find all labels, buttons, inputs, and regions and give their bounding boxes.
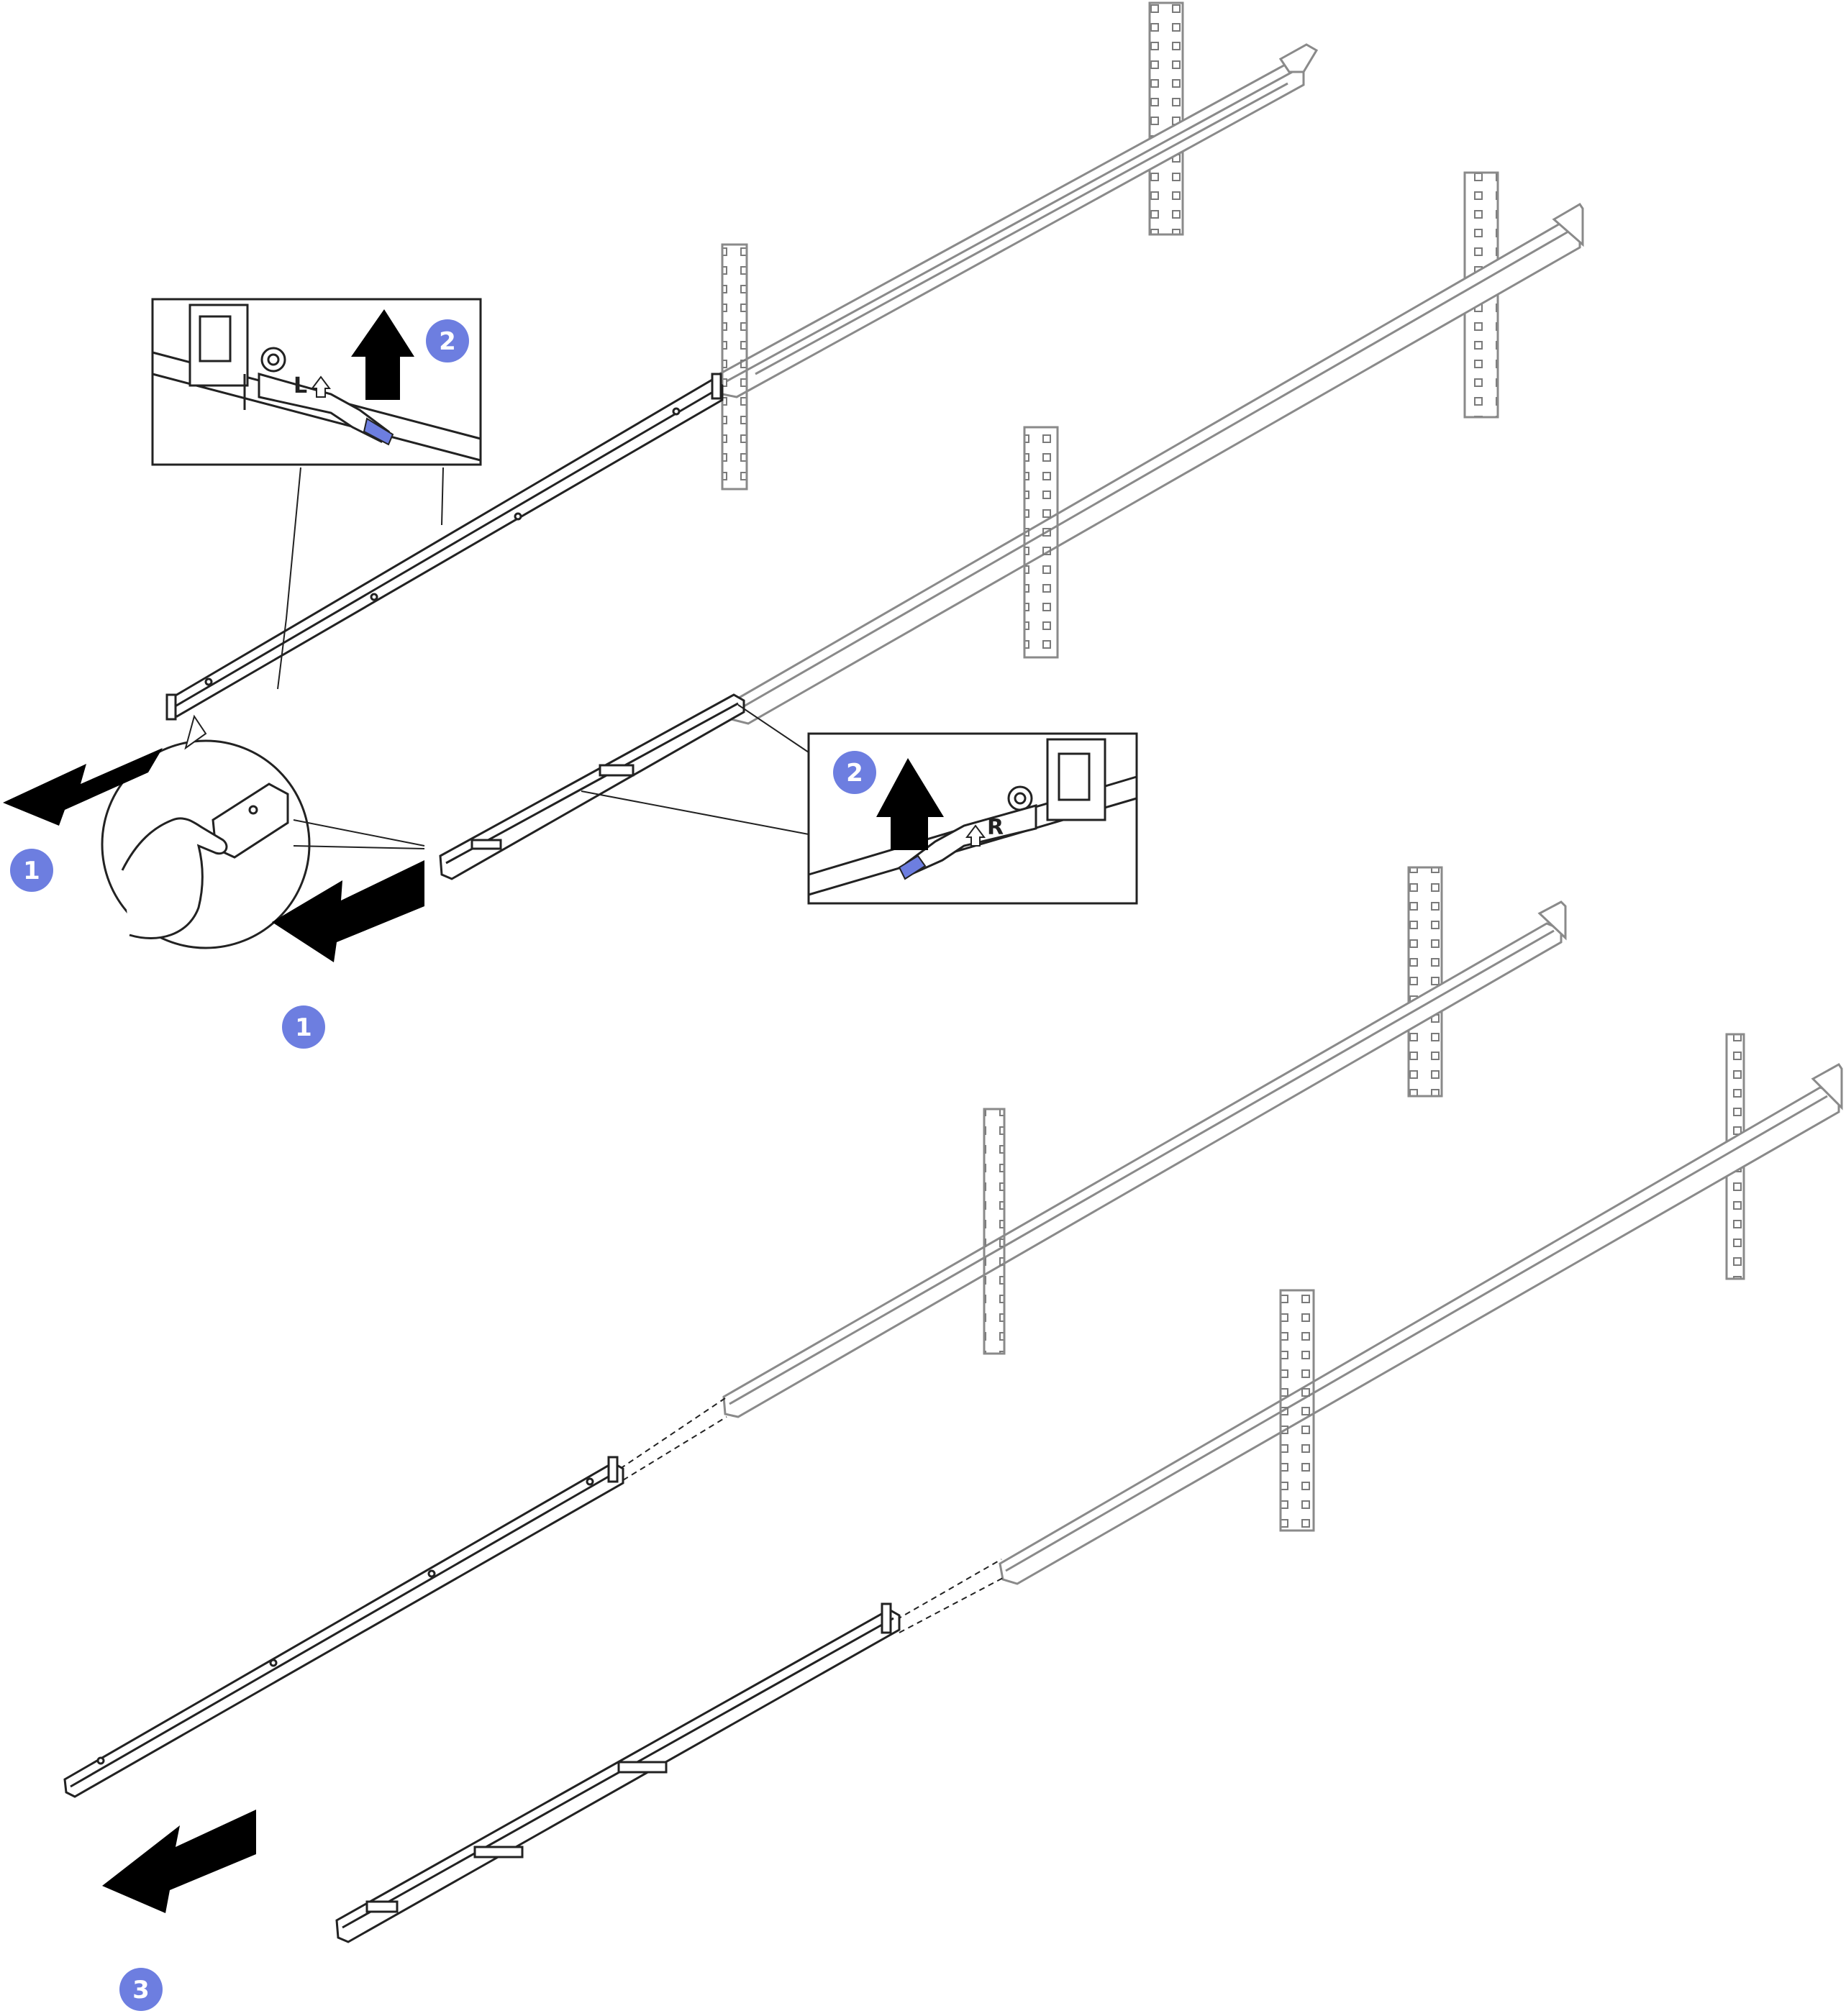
outer-rail-top-left (718, 43, 1319, 398)
up-arrow-icon-top (351, 309, 414, 400)
inner-rail-bottom-left (63, 1456, 624, 1798)
step-number-2-right: 2 (846, 759, 863, 788)
up-arrow-icon-right (876, 758, 944, 850)
rack-post-top-rear-upper (1148, 1, 1184, 236)
hand-detail (101, 714, 425, 949)
latch-highlight-left (363, 417, 394, 446)
inset-right-latch: R 2 (807, 732, 1138, 905)
outer-rail-bottom-right (999, 1063, 1843, 1585)
step-badge-1-top-left: 1 (10, 849, 53, 892)
step-number-1-bottom: 1 (295, 1013, 312, 1042)
up-arrow-glyph-icon (311, 375, 331, 398)
outer-rail-bottom-left (722, 900, 1567, 1418)
hand-icon (121, 817, 228, 939)
outer-rail-top-right (725, 202, 1584, 725)
rack-post-bottom-front-upper (983, 1108, 1006, 1355)
step-number-2-top: 2 (439, 327, 456, 356)
arrow-icon-top-left (3, 748, 163, 826)
alignment-dashed-lines (619, 1397, 1004, 1633)
rack-post-bottom-rear-upper (1407, 866, 1443, 1098)
top-scene: L 2 R (3, 1, 1584, 1049)
step-number-3: 3 (132, 1976, 150, 2004)
bottom-scene: 3 (63, 866, 1843, 2011)
inner-rail-right (439, 693, 745, 880)
up-arrow-glyph-icon (965, 824, 986, 847)
inner-rail-left (165, 373, 724, 721)
rack-post-bottom-front-lower (1279, 1289, 1315, 1532)
step-badge-2-top: 2 (426, 319, 469, 362)
step-number-1-top-left: 1 (23, 857, 40, 885)
step-badge-3: 3 (119, 1968, 163, 2011)
callout-leader-lines (277, 467, 809, 835)
arrow-icon-bottom (102, 1810, 256, 1913)
arrow-icon-top-center (272, 860, 424, 962)
inset-left-latch: L 2 (151, 298, 482, 466)
rack-post-top-front-lower (1023, 426, 1059, 659)
step-badge-2-right: 2 (833, 751, 876, 794)
rack-post-top-front-upper (721, 243, 748, 491)
latch-label-left: L (294, 373, 307, 398)
latch-highlight-right (898, 854, 927, 880)
latch-label-right: R (987, 815, 1004, 840)
step-badge-1-bottom: 1 (282, 1005, 325, 1049)
inner-rail-bottom-right (335, 1602, 901, 1943)
